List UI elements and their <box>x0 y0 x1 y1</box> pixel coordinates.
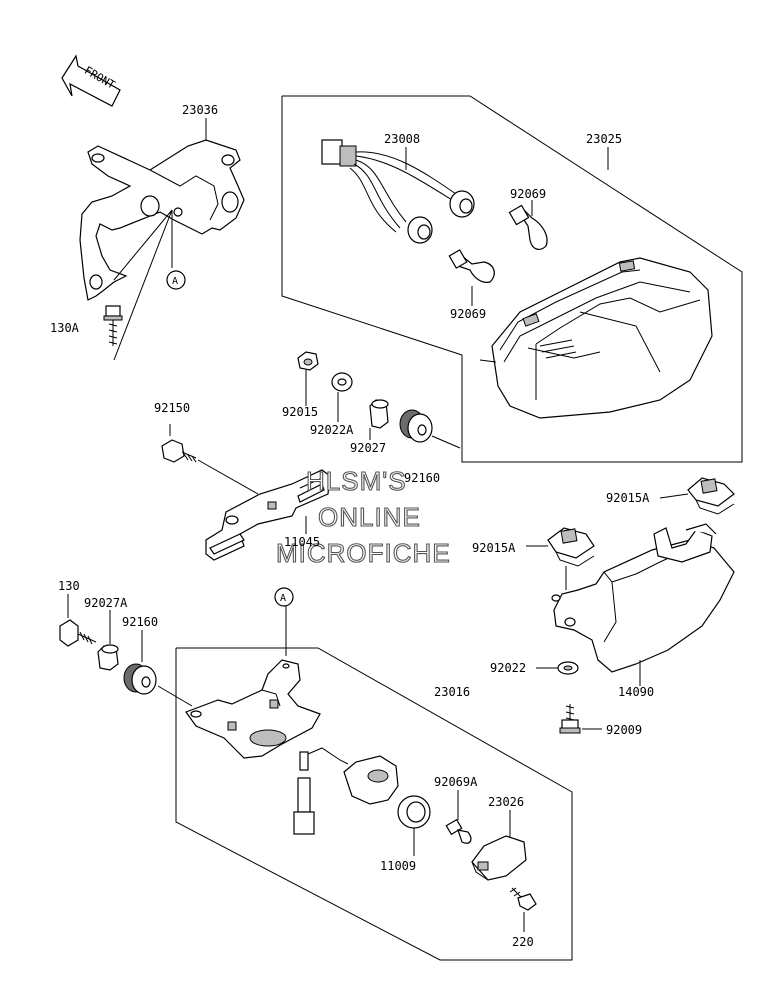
watermark-line-1: HLSM'S <box>306 466 407 496</box>
assembly-outline-23025 <box>281 95 743 463</box>
label-92015: 92015 <box>282 405 318 419</box>
bracket-11045 <box>205 469 331 561</box>
collar-92027 <box>369 399 389 429</box>
housing-14090 <box>551 523 735 673</box>
watermark-line-3: MICROFICHE <box>276 538 451 568</box>
bolt-130a <box>103 305 123 346</box>
label-92027a: 92027A <box>84 596 128 610</box>
label-14090: 14090 <box>618 685 654 699</box>
front-arrow-icon: FRONT <box>61 54 121 107</box>
bulb-92069-lower <box>448 249 495 283</box>
bulb-92069a <box>445 818 472 844</box>
label-11009: 11009 <box>380 859 416 873</box>
label-92027: 92027 <box>350 441 386 455</box>
label-92022: 92022 <box>490 661 526 675</box>
washer-92022a <box>331 372 353 392</box>
label-130a: 130A <box>50 321 80 335</box>
bracket-23016 <box>185 659 321 759</box>
grommet-92160-upper <box>399 409 433 443</box>
label-220: 220 <box>512 935 534 949</box>
socket-lead <box>293 747 399 835</box>
label-23025: 23025 <box>586 132 622 146</box>
collar-92027a <box>97 644 119 671</box>
label-92069-lower: 92069 <box>450 307 486 321</box>
label-92015a-lower: 92015A <box>472 541 516 555</box>
label-130: 130 <box>58 579 80 593</box>
assembly-outline-23016 <box>175 647 573 961</box>
label-92009: 92009 <box>606 723 642 737</box>
ref-marker-a-upper: A <box>172 276 178 287</box>
label-92150: 92150 <box>154 401 190 415</box>
label-11045: 11045 <box>284 535 320 549</box>
label-92160-lower: 92160 <box>122 615 158 629</box>
label-23008: 23008 <box>384 132 420 146</box>
label-92160-upper: 92160 <box>404 471 440 485</box>
label-92015a-upper: 92015A <box>606 491 650 505</box>
harness-23008 <box>321 139 475 244</box>
bolt-130 <box>59 619 97 647</box>
bracket-23036 <box>79 139 245 301</box>
tail-lamp-23025 <box>479 257 713 419</box>
nut-92015 <box>297 351 319 371</box>
watermark: HLSM'S ONLINE MICROFICHE <box>275 465 451 568</box>
bolt-92150 <box>161 439 197 463</box>
label-92069a: 92069A <box>434 775 478 789</box>
washer-92022 <box>557 661 579 675</box>
clip-92015a-upper <box>687 477 735 515</box>
label-23036: 23036 <box>182 103 218 117</box>
label-23016: 23016 <box>434 685 470 699</box>
bulb-92069-upper <box>508 204 548 250</box>
grommet-92160-lower <box>123 663 157 695</box>
watermark-line-2: ONLINE <box>318 502 421 532</box>
screw-220 <box>509 887 537 911</box>
gasket-11009 <box>397 795 431 829</box>
label-92022a: 92022A <box>310 423 354 437</box>
clip-92015a-lower <box>547 527 595 567</box>
label-23026: 23026 <box>488 795 524 809</box>
label-92069-upper: 92069 <box>510 187 546 201</box>
ref-marker-a-lower: A <box>280 593 286 604</box>
lens-23026 <box>471 835 527 881</box>
screw-92009 <box>559 704 581 734</box>
